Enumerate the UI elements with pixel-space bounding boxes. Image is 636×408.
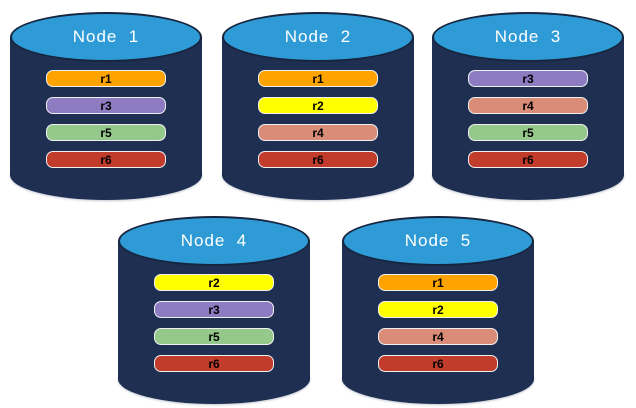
replica-bar: r5	[46, 124, 166, 141]
cylinder-top-ellipse: Node 5	[342, 216, 534, 266]
node-label: Node 4	[180, 231, 248, 250]
replica-label: r6	[100, 152, 112, 167]
replica-bar: r1	[378, 274, 498, 291]
replica-bar: r2	[378, 301, 498, 318]
cylinder-top-ellipse: Node 1	[10, 12, 202, 62]
replica-label: r1	[100, 71, 112, 86]
node-label: Node 3	[494, 27, 562, 46]
replica-bar: r5	[154, 328, 274, 345]
replica-label: r4	[312, 125, 324, 140]
replica-bar: r4	[378, 328, 498, 345]
replica-label: r6	[312, 152, 324, 167]
replica-list: r1 r2 r4 r6	[258, 70, 378, 168]
node-label: Node 2	[284, 27, 352, 46]
replica-bar: r6	[468, 151, 588, 168]
replica-label: r6	[208, 356, 220, 371]
replica-bar: r3	[46, 97, 166, 114]
database-node: Node 2 r1 r2 r4 r6	[222, 12, 414, 200]
replica-bar: r4	[258, 124, 378, 141]
replica-label: r6	[522, 152, 534, 167]
replica-bar: r6	[154, 355, 274, 372]
database-node: Node 4 r2 r3 r5 r6	[118, 216, 310, 404]
replica-label: r3	[100, 98, 112, 113]
replica-label: r6	[432, 356, 444, 371]
replica-list: r2 r3 r5 r6	[154, 274, 274, 372]
replica-bar: r4	[468, 97, 588, 114]
database-node: Node 3 r3 r4 r5 r6	[432, 12, 624, 200]
replica-label: r1	[312, 71, 324, 86]
replica-label: r2	[432, 302, 444, 317]
replica-bar: r2	[154, 274, 274, 291]
replica-label: r2	[312, 98, 324, 113]
database-node: Node 1 r1 r3 r5 r6	[10, 12, 202, 200]
replica-list: r1 r3 r5 r6	[46, 70, 166, 168]
replica-label: r5	[208, 329, 220, 344]
cylinder-top-ellipse: Node 3	[432, 12, 624, 62]
node-label: Node 1	[72, 27, 140, 46]
replica-bar: r3	[468, 70, 588, 87]
replica-label: r3	[522, 71, 534, 86]
replica-label: r2	[208, 275, 220, 290]
replica-label: r1	[432, 275, 444, 290]
replica-bar: r6	[258, 151, 378, 168]
replica-list: r1 r2 r4 r6	[378, 274, 498, 372]
replica-label: r5	[100, 125, 112, 140]
replica-bar: r1	[46, 70, 166, 87]
replica-label: r3	[208, 302, 220, 317]
replica-bar: r2	[258, 97, 378, 114]
replica-bar: r6	[46, 151, 166, 168]
replica-bar: r6	[378, 355, 498, 372]
replica-list: r3 r4 r5 r6	[468, 70, 588, 168]
database-node: Node 5 r1 r2 r4 r6	[342, 216, 534, 404]
cylinder-top-ellipse: Node 4	[118, 216, 310, 266]
replica-bar: r1	[258, 70, 378, 87]
node-label: Node 5	[404, 231, 472, 250]
replica-bar: r5	[468, 124, 588, 141]
cylinder-top-ellipse: Node 2	[222, 12, 414, 62]
replica-bar: r3	[154, 301, 274, 318]
replica-label: r4	[522, 98, 534, 113]
replica-label: r4	[432, 329, 444, 344]
replica-label: r5	[522, 125, 534, 140]
